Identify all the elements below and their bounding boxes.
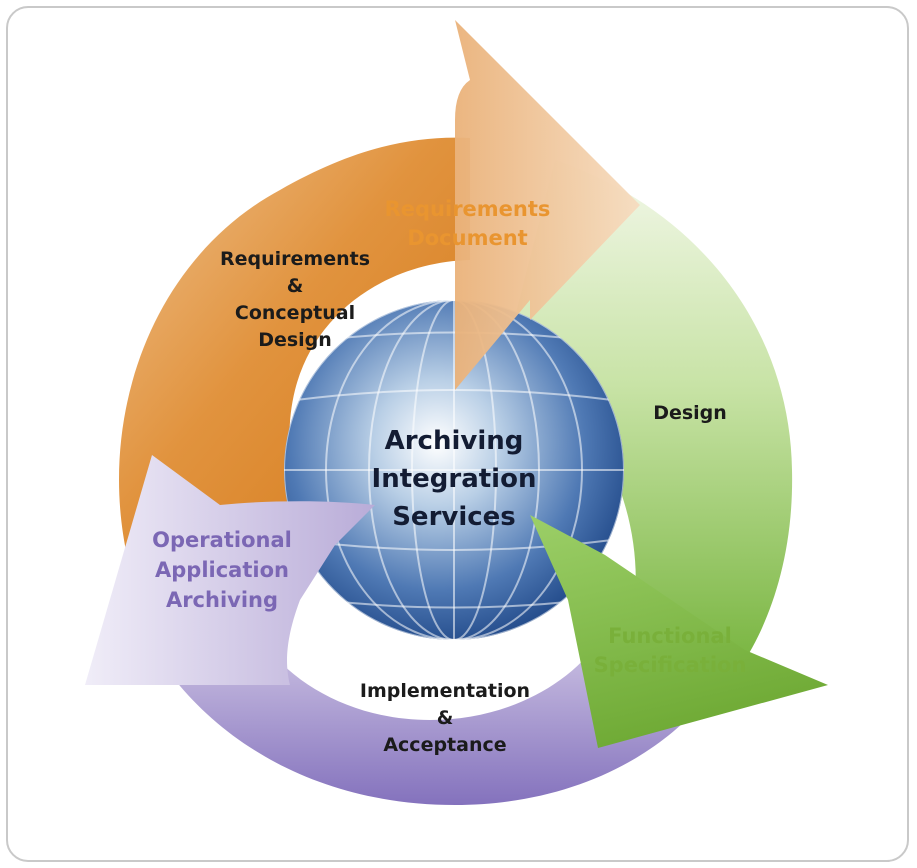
center-label: Archiving Integration Services bbox=[371, 426, 537, 532]
requirements-document-arrow bbox=[455, 20, 640, 390]
operational-archiving-label: Operational Application Archiving bbox=[152, 528, 292, 612]
implementation-segment bbox=[175, 640, 705, 805]
requirements-document-label: Requirements Document bbox=[384, 197, 551, 250]
design-phase-label: Design bbox=[653, 402, 727, 424]
functional-specification-label: Functional Specification bbox=[593, 624, 747, 677]
design-segment bbox=[505, 160, 793, 660]
requirements-phase-label: Requirements & Conceptual Design bbox=[219, 248, 370, 351]
operational-archiving-arrow bbox=[85, 455, 375, 685]
functional-specification-arrow bbox=[530, 515, 828, 748]
implementation-phase-label: Implementation & Acceptance bbox=[359, 680, 531, 756]
requirements-segment bbox=[119, 137, 470, 560]
